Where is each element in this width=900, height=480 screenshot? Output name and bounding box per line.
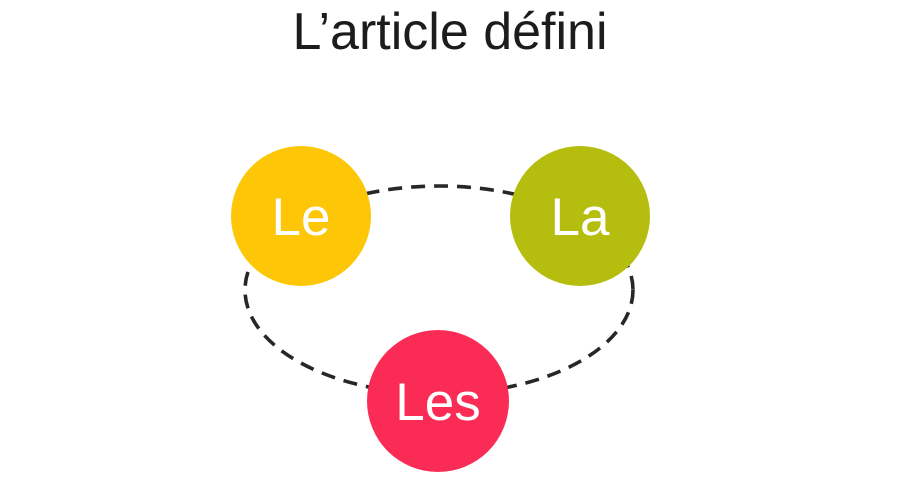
node-les-circle bbox=[367, 330, 509, 472]
node-la-circle bbox=[510, 146, 650, 286]
node-la-label: La bbox=[551, 188, 610, 247]
page-title: L’article défini bbox=[292, 3, 608, 61]
node-le-circle bbox=[231, 146, 371, 286]
node-les: Les bbox=[367, 330, 509, 472]
node-les-label: Les bbox=[395, 373, 480, 432]
node-le-label: Le bbox=[272, 188, 331, 247]
node-le: Le bbox=[231, 146, 371, 286]
node-la: La bbox=[510, 146, 650, 286]
